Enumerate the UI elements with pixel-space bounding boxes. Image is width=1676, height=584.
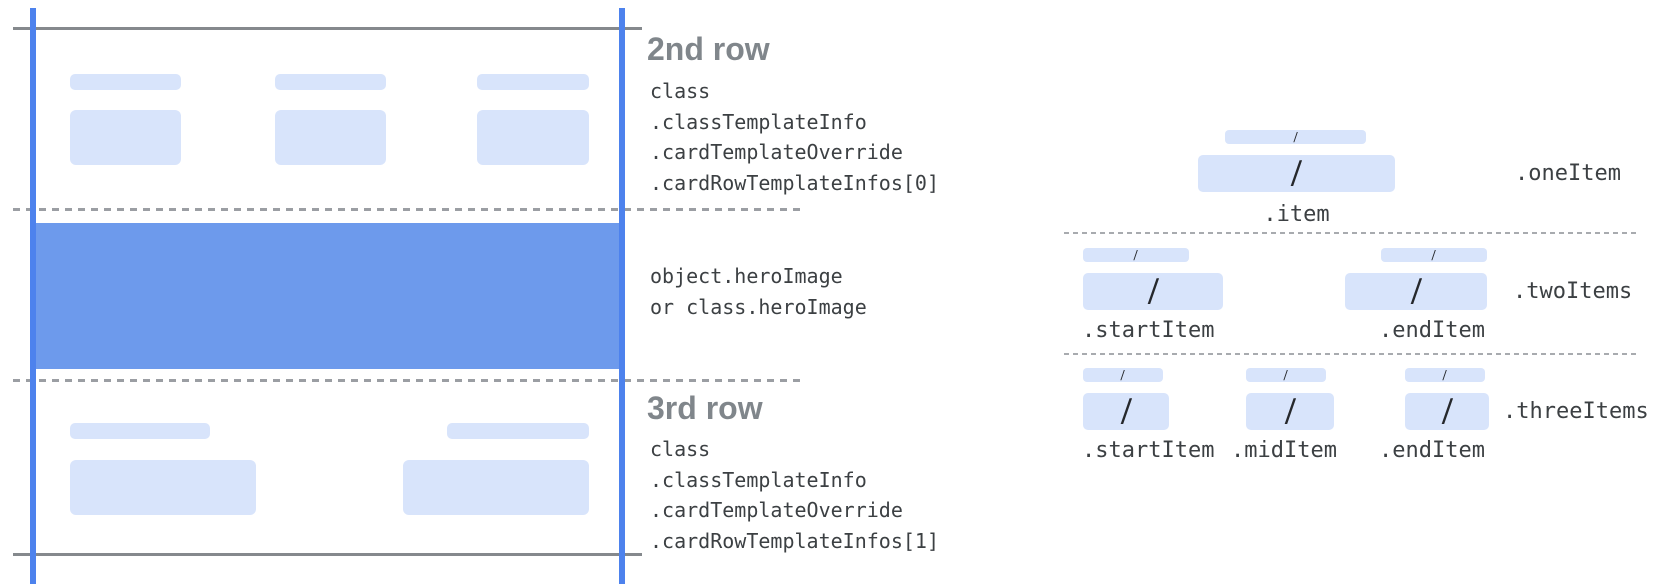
start-item-value-bar: / [1083, 393, 1169, 430]
mid-item-label-bar: / [1246, 368, 1326, 382]
code-line: class [650, 437, 711, 461]
text-slash-icon: / [1431, 248, 1437, 262]
text-slash-icon: / [1408, 273, 1423, 309]
two-items-layout-label: .twoItems [1513, 279, 1633, 304]
one-item-value-bar: / [1198, 155, 1395, 192]
item-caption: .endItem [1379, 318, 1485, 343]
text-slash-icon: / [1133, 248, 1139, 262]
card-right-edge-line [619, 8, 625, 584]
card-left-edge-line [30, 8, 36, 584]
card-top-boundary-line [13, 27, 642, 30]
one-item-label-bar: / [1225, 130, 1366, 144]
one-item-layout-label: .oneItem [1515, 161, 1621, 186]
layout-divider-dashed-line-2 [1064, 353, 1637, 355]
second-row-field-path: class .classTemplateInfo .cardTemplateOv… [650, 76, 939, 198]
text-slash-icon: / [1120, 368, 1126, 382]
code-line: class [650, 79, 711, 103]
text-slash-icon: / [1118, 393, 1133, 429]
code-line: object.heroImage [650, 264, 843, 288]
code-line: .cardRowTemplateInfos[0] [650, 170, 939, 195]
third-row-field-path: class .classTemplateInfo .cardTemplateOv… [650, 434, 939, 556]
second-row-col1-value-box [70, 110, 181, 165]
end-item-label-bar: / [1381, 248, 1487, 262]
hero-image-placeholder [33, 223, 622, 369]
card-bottom-boundary-line [13, 553, 642, 556]
item-caption: .endItem [1379, 438, 1485, 463]
second-row-col3-label-bar [477, 74, 589, 90]
end-item-label-bar: / [1405, 368, 1485, 382]
second-row-col2-value-box [275, 110, 386, 165]
start-item-label-bar: / [1083, 368, 1163, 382]
start-item-value-bar: / [1083, 273, 1223, 310]
third-row-col1-label-bar [70, 423, 210, 439]
text-slash-icon: / [1282, 393, 1297, 429]
second-row-col2-label-bar [275, 74, 386, 90]
third-row-col1-value-box [70, 460, 256, 515]
text-slash-icon: / [1283, 368, 1289, 382]
item-caption: .startItem [1082, 438, 1215, 463]
text-slash-icon: / [1439, 393, 1454, 429]
code-line: .classTemplateInfo [650, 467, 867, 492]
item-caption: .item [1263, 202, 1330, 227]
mid-item-value-bar: / [1246, 393, 1334, 430]
second-row-col3-value-box [477, 110, 589, 165]
text-slash-icon: / [1145, 273, 1160, 309]
code-line: .cardTemplateOverride [650, 498, 903, 522]
row-divider-dashed-line-2 [13, 379, 802, 382]
end-item-value-bar: / [1405, 393, 1489, 430]
row-divider-dashed-line-1 [13, 208, 802, 211]
start-item-label-bar: / [1083, 248, 1189, 262]
third-row-col2-value-box [403, 460, 589, 515]
three-items-layout-label: .threeItems [1503, 399, 1649, 424]
layout-divider-dashed-line-1 [1064, 232, 1637, 234]
code-line: .classTemplateInfo [650, 109, 867, 134]
code-line: or class.heroImage [650, 294, 867, 319]
item-caption: .startItem [1082, 318, 1215, 343]
text-slash-icon: / [1292, 130, 1299, 144]
code-line: .cardTemplateOverride [650, 140, 903, 164]
third-row-col2-label-bar [447, 423, 589, 439]
hero-image-field-path: object.heroImage or class.heroImage [650, 261, 867, 322]
second-row-heading: 2nd row [647, 31, 770, 67]
end-item-value-bar: / [1345, 273, 1487, 310]
item-caption: .midItem [1231, 438, 1337, 463]
text-slash-icon: / [1442, 368, 1448, 382]
second-row-col1-label-bar [70, 74, 181, 90]
third-row-heading: 3rd row [647, 390, 763, 426]
code-line: .cardRowTemplateInfos[1] [650, 528, 939, 553]
text-slash-icon: / [1289, 155, 1304, 191]
